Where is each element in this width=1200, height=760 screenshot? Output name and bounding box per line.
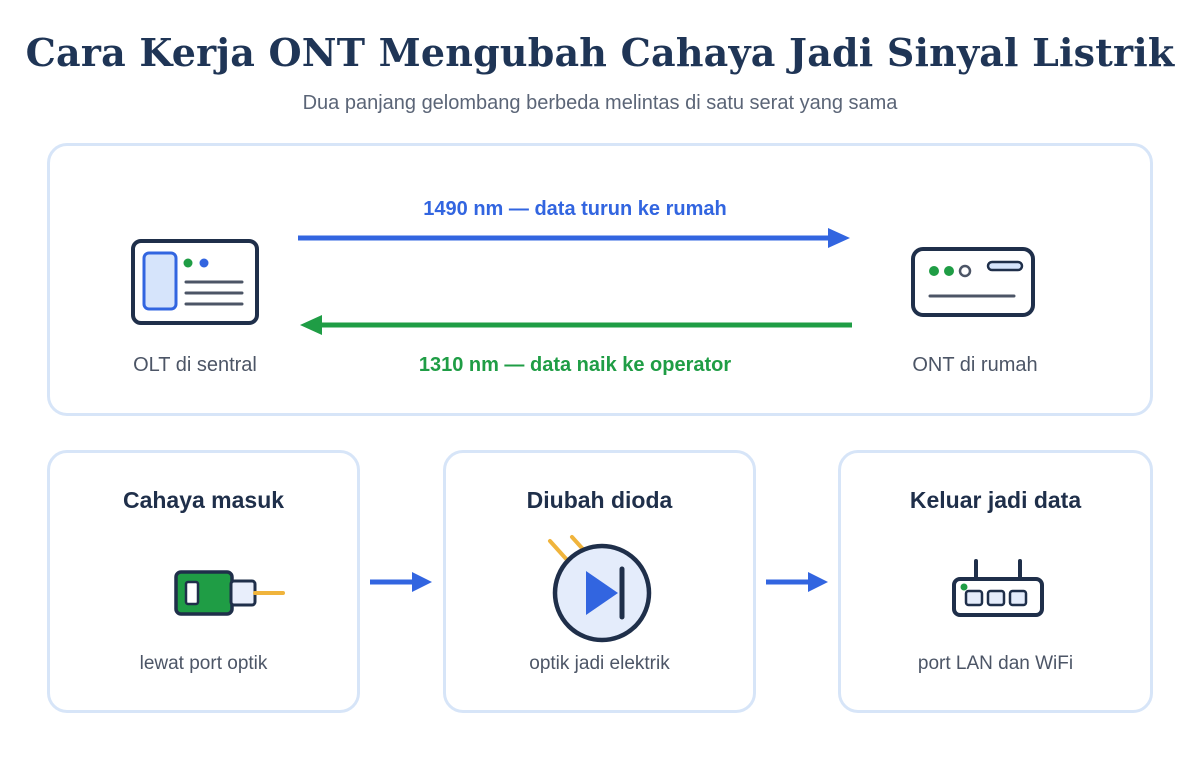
downstream-arrow-icon	[298, 228, 850, 248]
step-card-light-in: Cahaya masuk lewat port optik	[47, 450, 360, 713]
downstream-label: 1490 nm — data turun ke rumah	[423, 198, 727, 220]
page-subtitle: Dua panjang gelombang berbeda melintas d…	[302, 92, 898, 114]
upstream-arrow-icon	[300, 315, 852, 335]
fiber-connector-icon	[174, 570, 285, 616]
step-caption: port LAN dan WiFi	[917, 653, 1074, 674]
step-title: Cahaya masuk	[122, 487, 285, 513]
step-title: Keluar jadi data	[909, 487, 1082, 513]
upstream-label: 1310 nm — data naik ke operator	[418, 354, 732, 376]
photodiode-icon	[548, 535, 652, 643]
server-rack-icon	[131, 239, 259, 325]
step-caption: lewat port optik	[139, 653, 268, 674]
step-card-data-out: Keluar jadi data port LAN dan WiFi	[838, 450, 1153, 713]
step-card-diode: Diubah dioda optik jadi elektrik	[443, 450, 756, 713]
page-title: Cara Kerja ONT Mengubah Cahaya Jadi Siny…	[25, 30, 1175, 75]
router-icon	[952, 559, 1044, 617]
step-caption: optik jadi elektrik	[529, 653, 670, 674]
arrow-right-icon	[370, 572, 432, 592]
olt-label: OLT di sentral	[133, 354, 257, 376]
step-title: Diubah dioda	[526, 487, 673, 513]
ont-label: ONT di rumah	[912, 354, 1038, 376]
fiber-link-panel: OLT di sentral 1490 nm — data turun ke r…	[47, 143, 1153, 416]
arrow-right-icon	[766, 572, 828, 592]
modem-icon	[911, 247, 1035, 317]
